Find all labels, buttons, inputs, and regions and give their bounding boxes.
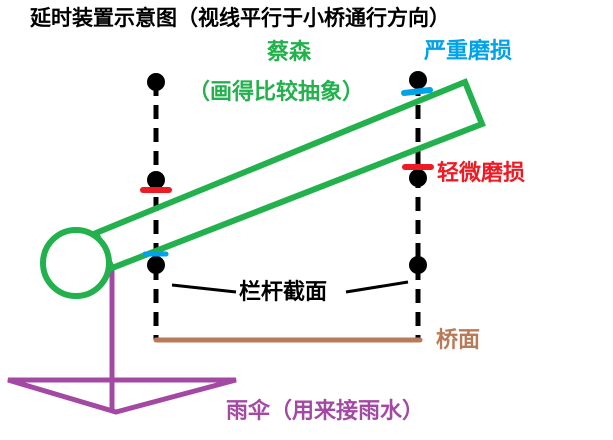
left-post-lower-dot xyxy=(147,256,165,274)
caisen-head xyxy=(40,227,112,299)
right-post-lower-dot xyxy=(409,256,427,274)
caisen-note-label: （画得比较抽象） xyxy=(188,79,364,105)
railing-pointer-left xyxy=(171,283,237,294)
railing-section-label: 栏杆截面 xyxy=(239,279,327,305)
railing-pointer-right xyxy=(345,280,409,294)
left-post-top-dot xyxy=(147,73,165,91)
umbrella-label: 雨伞（用来接雨水） xyxy=(226,398,424,424)
bridge-deck-label: 桥面 xyxy=(436,327,480,353)
right-post-middle-dot xyxy=(409,169,427,187)
right-post-top-dot xyxy=(409,71,427,89)
umbrella-canopy xyxy=(7,377,237,415)
diagram-title: 延时装置示意图（视线平行于小桥通行方向） xyxy=(29,6,450,30)
severe-wear-label: 严重磨损 xyxy=(424,39,512,64)
severe-wear-mark xyxy=(401,87,433,96)
slight-wear-label: 轻微磨损 xyxy=(437,160,525,186)
left-post-middle-dot xyxy=(147,171,165,189)
caisen-label: 蔡森 xyxy=(266,39,312,65)
